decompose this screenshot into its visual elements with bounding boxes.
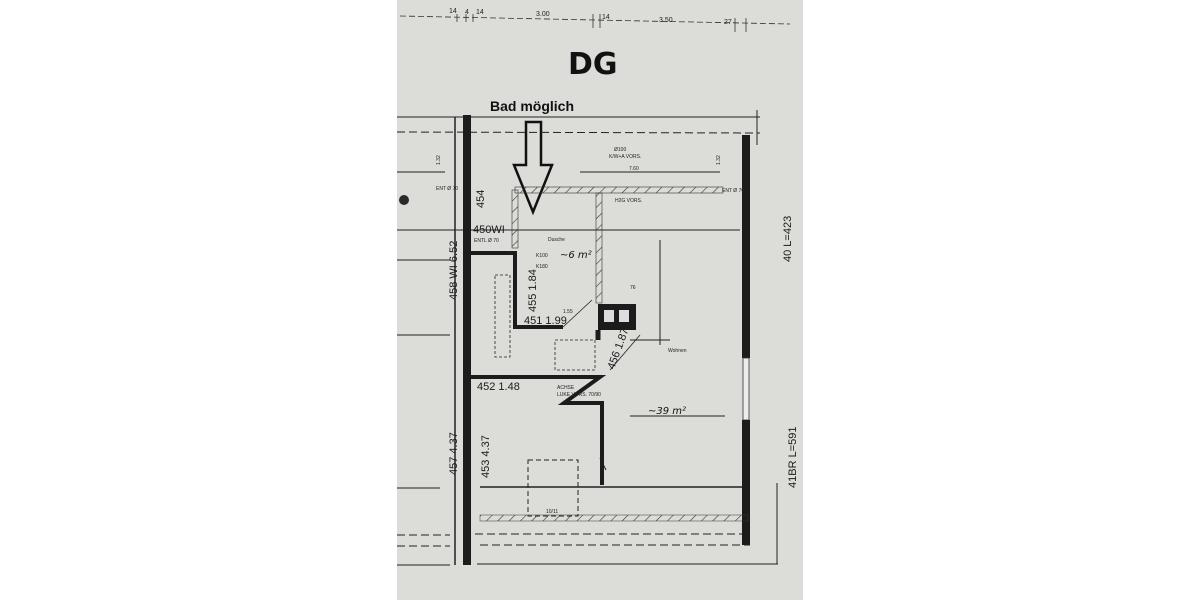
- stair-lines: [494, 274, 641, 371]
- label-ent-left: ENT Ø 70: [436, 186, 458, 192]
- label-window-41: 41BR L=591: [787, 427, 799, 488]
- label-452: 452 1.48: [477, 381, 520, 393]
- label-451: 451 1.99: [524, 315, 567, 327]
- label-wohnen-area: ~39 m²: [648, 406, 686, 417]
- dim-300: 3.00: [536, 11, 550, 18]
- label-458: 458 WI 6.52: [448, 241, 460, 300]
- dim-14b: 14: [476, 9, 484, 16]
- label-kwa-dia: Ø100: [614, 147, 626, 153]
- label-453: 453 4.37: [480, 435, 492, 478]
- dim-14a: 14: [449, 8, 457, 15]
- hatched-wall-shower: [595, 192, 603, 304]
- label-457: 457 4.37: [448, 432, 460, 475]
- label-window-40: 40 L=423: [782, 216, 794, 262]
- label-hatch: 10/11: [546, 509, 558, 515]
- wall-right-lower: [742, 420, 750, 545]
- label-76: 76: [630, 285, 636, 291]
- hatched-wall-top: [514, 186, 724, 194]
- label-kwa: K/W+A VORS.: [609, 154, 641, 160]
- hatched-wall-bottom: [479, 514, 749, 522]
- top-dimension-line: [399, 14, 791, 32]
- dim-14c: 14: [602, 14, 610, 21]
- hatch-opening: [527, 459, 579, 517]
- label-k100: K100: [536, 253, 548, 259]
- label-k180: K180: [536, 264, 548, 270]
- chimney: [598, 304, 636, 330]
- chimney-flue: [619, 310, 629, 322]
- wall-left: [463, 115, 471, 565]
- dim-350: 3.50: [659, 17, 673, 24]
- label-entl: ENTL Ø 70: [474, 238, 499, 244]
- label-450: 450WI: [473, 224, 505, 236]
- floor-title: DG: [568, 47, 618, 82]
- inner-walls: [471, 251, 607, 485]
- punch-hole: [399, 195, 409, 205]
- dim-27: 27: [724, 19, 732, 26]
- label-454: 454: [475, 190, 487, 208]
- label-dusche: Dusche: [548, 237, 565, 243]
- wall-right-upper: [742, 135, 750, 358]
- label-h2g: H2G VORS.: [615, 198, 642, 204]
- label-wohnen: Wohnen: [668, 348, 687, 354]
- label-132-left: 1.32: [436, 155, 442, 165]
- label-455: 455 1.84: [527, 269, 539, 312]
- marker: [599, 457, 607, 471]
- label-760: 7.60: [629, 166, 639, 172]
- roof-lines: [396, 110, 778, 566]
- dim-4: 4: [465, 9, 469, 16]
- chimney-flue: [604, 310, 614, 322]
- label-dusche-area: ~6 m²: [560, 250, 592, 261]
- hatched-wall-left: [511, 189, 519, 249]
- label-ent-right: ENT Ø 70: [722, 188, 744, 194]
- label-155: 1.55: [563, 309, 573, 315]
- label-achse: ACHSE: [557, 385, 575, 391]
- window: [742, 357, 750, 421]
- label-luke: LUKE VORS. 70/90: [557, 392, 601, 398]
- label-132-right: 1.32: [716, 155, 722, 165]
- bathroom-annotation: Bad möglich: [490, 98, 574, 114]
